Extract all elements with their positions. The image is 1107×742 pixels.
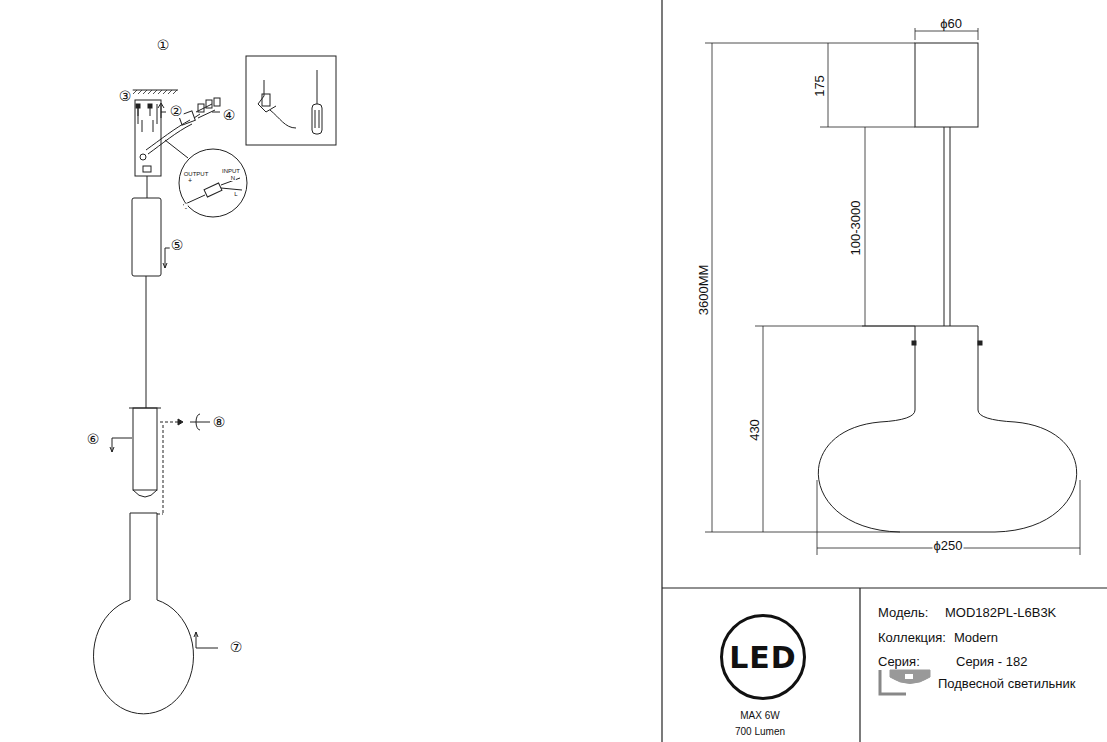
callout-number: ⑦ — [229, 640, 244, 654]
dimension-text: ϕ60 — [939, 17, 963, 30]
wire-label: INPUT — [221, 168, 241, 174]
info-text: MAX 6W — [740, 711, 779, 721]
info-text: Модель: — [878, 606, 928, 619]
info-text: Коллекция: — [878, 631, 946, 644]
info-text: Серия - 182 — [956, 655, 1027, 668]
led-text: LED — [729, 640, 797, 675]
info-text: Подвесной светильник — [938, 677, 1075, 690]
callout-number: ⑥ — [86, 432, 101, 446]
info-text: Серия: — [878, 655, 920, 668]
dimension-text: 3600MM — [697, 264, 710, 317]
wire-label: L — [233, 191, 238, 197]
info-text: 700 Lumen — [735, 727, 785, 737]
dimension-text: 430 — [748, 418, 761, 442]
callout-number: ① — [156, 38, 171, 52]
dimension-text: 175 — [813, 74, 826, 98]
callout-number: ② — [169, 104, 184, 118]
callout-number: ③ — [118, 89, 133, 103]
callout-number: ④ — [222, 108, 237, 122]
callout-number: ⑧ — [212, 415, 227, 429]
led-badge: LED — [720, 614, 806, 700]
info-text: MOD182PL-L6B3K — [945, 606, 1056, 619]
dimension-text: ϕ250 — [933, 539, 964, 552]
dimension-text: 100-3000 — [849, 200, 862, 257]
callout-number: ⑤ — [170, 238, 185, 252]
wire-label: + — [187, 177, 193, 184]
info-text: Modern — [954, 631, 998, 644]
wire-label: - — [184, 204, 188, 211]
wire-label: N — [230, 175, 236, 181]
